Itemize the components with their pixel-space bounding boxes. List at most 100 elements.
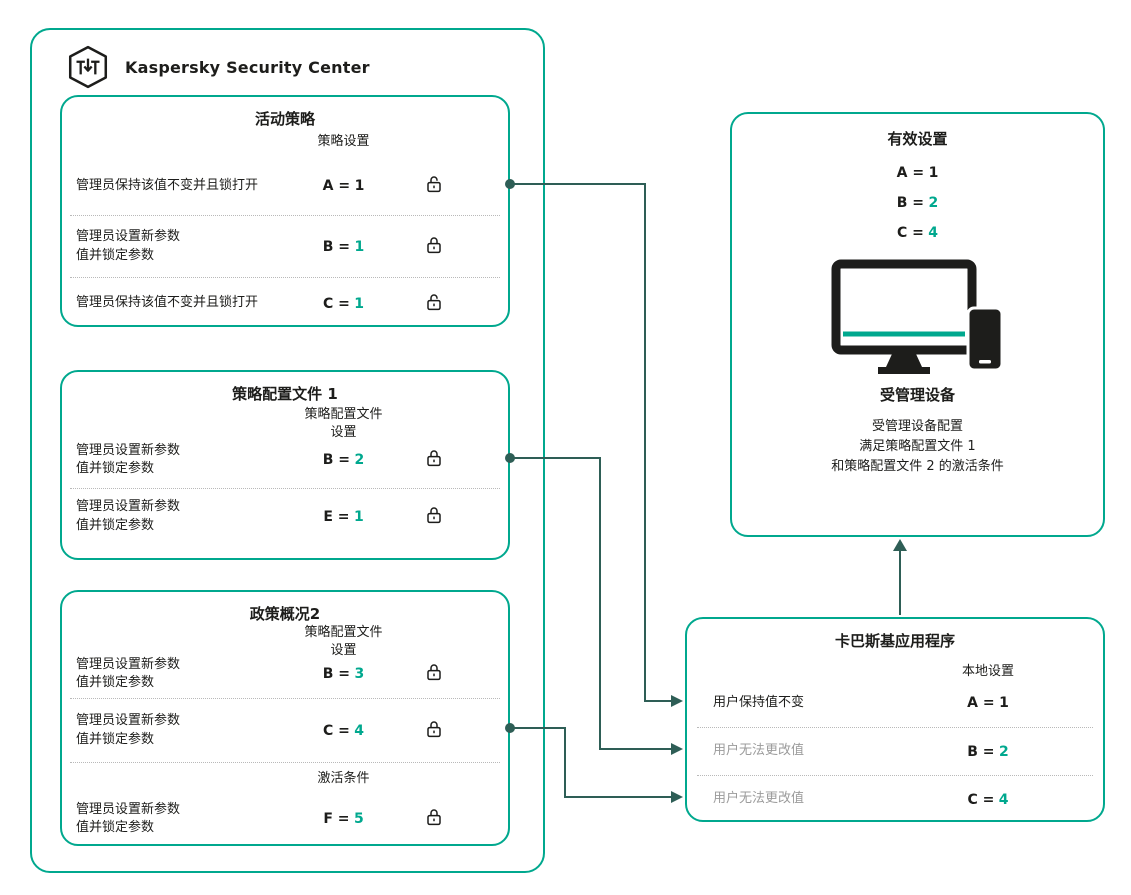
- param-name: B =: [896, 195, 925, 211]
- param-value: 1: [999, 695, 1009, 711]
- setting-value: A = 1: [923, 695, 1053, 711]
- policy-profile-2-card: 政策概况2 策略配置文件 设置 管理员设置新参数 值并锁定参数 B = 3 管理…: [60, 590, 510, 846]
- activation-conditions-header: 激活条件: [317, 771, 370, 786]
- lock-open-icon: [427, 176, 441, 193]
- setting-value: A = 1: [281, 178, 406, 194]
- policy-setting-row: 管理员设置新参数 值并锁定参数 B = 1: [70, 215, 500, 277]
- row-label: 管理员设置新参数 值并锁定参数: [76, 801, 181, 835]
- ksc-header: Kaspersky Security Center: [65, 44, 370, 90]
- profile-settings-column-header: 策略配置文件 设置: [304, 407, 383, 440]
- policy-profile-2-rows: 管理员设置新参数 值并锁定参数 B = 3 管理员设置新参数 值并锁定参数 C …: [62, 650, 508, 848]
- setting-value: B = 3: [281, 666, 406, 682]
- param-value: 1: [354, 295, 365, 312]
- active-policy-title: 活动策略: [254, 110, 315, 128]
- setting-value: C = 4: [923, 792, 1053, 808]
- row-label: 用户无法更改值: [713, 742, 923, 760]
- profile-settings-column-header: 策略配置文件 设置: [304, 625, 383, 658]
- arrowhead-b-icon: [671, 743, 683, 755]
- param-name: A =: [967, 695, 995, 711]
- param-name: E =: [323, 508, 350, 525]
- local-setting-row: 用户无法更改值 C = 4: [697, 775, 1093, 823]
- lock-closed-icon: [427, 236, 441, 253]
- policy-setting-row: 管理员保持该值不变并且锁打开 C = 1: [70, 277, 500, 329]
- arrowhead-c-icon: [671, 791, 683, 803]
- row-label: 管理员设置新参数 值并锁定参数: [76, 656, 181, 690]
- lock-closed-icon: [427, 809, 441, 826]
- lock-cell: [406, 448, 494, 472]
- lock-open-icon: [427, 293, 441, 310]
- param-name: C =: [322, 295, 350, 312]
- lock-closed-icon: [427, 506, 441, 523]
- param-name: B =: [322, 452, 351, 468]
- setting-value: B = 1: [281, 239, 406, 255]
- param-name: C =: [896, 225, 924, 241]
- lock-cell: [406, 505, 494, 529]
- setting-value: B = 2: [923, 744, 1053, 760]
- effective-settings-title: 有效设置: [887, 130, 948, 148]
- local-settings-column-header: 本地设置: [961, 664, 1014, 679]
- active-policy-rows: 管理员保持该值不变并且锁打开 A = 1 管理员设置新参数 值并锁定参数 B =…: [62, 157, 508, 329]
- lock-closed-icon: [427, 664, 441, 681]
- managed-device-description: 受管理设备配置 满足策略配置文件 1 和策略配置文件 2 的激活条件: [831, 419, 1004, 474]
- lock-closed-icon: [427, 720, 441, 737]
- setting-value: B = 2: [281, 452, 406, 468]
- row-label-text: 用户保持值不变: [713, 694, 805, 710]
- effective-values: A = 1 B = 2 C = 4: [732, 158, 1103, 248]
- effective-settings-card: 有效设置 A = 1 B = 2 C = 4 受管理设备 受管理设备配置 满足策…: [730, 112, 1105, 537]
- row-label-text: 用户无法更改值: [713, 791, 805, 807]
- row-label: 管理员保持该值不变并且锁打开: [76, 177, 259, 193]
- param-value: 2: [928, 195, 939, 211]
- kaspersky-application-title: 卡巴斯基应用程序: [834, 632, 955, 650]
- param-name: B =: [322, 238, 351, 255]
- param-name: A =: [896, 165, 925, 181]
- param-value: 1: [928, 165, 939, 181]
- row-label-text: 用户无法更改值: [713, 743, 805, 759]
- kaspersky-application-card: 卡巴斯基应用程序 本地设置 用户保持值不变 A = 1 用户无法更改值 B = …: [685, 617, 1105, 822]
- policy-setting-row: 管理员设置新参数 值并锁定参数 E = 1: [70, 488, 500, 544]
- effective-value: B = 2: [732, 188, 1103, 218]
- effective-value: C = 4: [732, 218, 1103, 248]
- policy-setting-row: 管理员保持该值不变并且锁打开 A = 1: [70, 157, 500, 215]
- lock-cell: [406, 662, 494, 686]
- row-label: 用户保持值不变: [713, 694, 923, 712]
- kaspersky-logo-icon: [68, 45, 108, 89]
- lock-closed-icon: [427, 450, 441, 467]
- param-value: 3: [354, 666, 365, 682]
- managed-device-label: 受管理设备: [879, 386, 955, 404]
- policy-setting-row: 管理员设置新参数 值并锁定参数 F = 5: [70, 790, 500, 848]
- policy-settings-column-header: 策略设置: [317, 134, 370, 149]
- policy-profile-1-title: 策略配置文件 1: [232, 385, 338, 403]
- lock-cell: [406, 174, 494, 198]
- kaspersky-application-rows: 用户保持值不变 A = 1 用户无法更改值 B = 2 用户无法更改值 C = …: [687, 679, 1103, 823]
- effective-value: A = 1: [732, 158, 1103, 188]
- policy-setting-row: 管理员设置新参数 值并锁定参数 B = 2: [70, 432, 500, 488]
- row-label: 管理员设置新参数 值并锁定参数: [76, 713, 181, 747]
- policy-profile-1-rows: 管理员设置新参数 值并锁定参数 B = 2 管理员设置新参数 值并锁定参数 E …: [62, 432, 508, 544]
- policy-setting-row: 管理员设置新参数 值并锁定参数 C = 4: [70, 698, 500, 762]
- param-name: C =: [322, 722, 350, 739]
- ksc-title: Kaspersky Security Center: [125, 57, 370, 77]
- local-setting-row: 用户无法更改值 B = 2: [697, 727, 1093, 775]
- policy-profile-2-title: 政策概况2: [249, 605, 321, 623]
- row-label: 管理员设置新参数 值并锁定参数: [76, 442, 181, 476]
- device-icon-wrap: [732, 258, 1103, 378]
- param-value: 5: [353, 811, 364, 827]
- arrowhead-a-icon: [671, 695, 683, 707]
- policy-profile-1-card: 策略配置文件 1 策略配置文件 设置 管理员设置新参数 值并锁定参数 B = 2…: [60, 370, 510, 560]
- setting-value: C = 4: [281, 723, 406, 739]
- param-name: B =: [322, 666, 351, 682]
- param-value: 4: [928, 225, 939, 241]
- param-name: F =: [323, 811, 350, 827]
- lock-cell: [406, 807, 494, 831]
- row-label: 管理员保持该值不变并且锁打开: [76, 295, 259, 311]
- param-name: A =: [322, 178, 351, 194]
- param-value: 2: [354, 452, 365, 468]
- param-value: 4: [998, 791, 1009, 808]
- param-value: 1: [353, 508, 364, 525]
- lock-cell: [406, 292, 494, 316]
- param-name: B =: [967, 743, 995, 760]
- lock-cell: [406, 719, 494, 743]
- param-value: 1: [354, 178, 365, 194]
- local-setting-row: 用户保持值不变 A = 1: [697, 679, 1093, 727]
